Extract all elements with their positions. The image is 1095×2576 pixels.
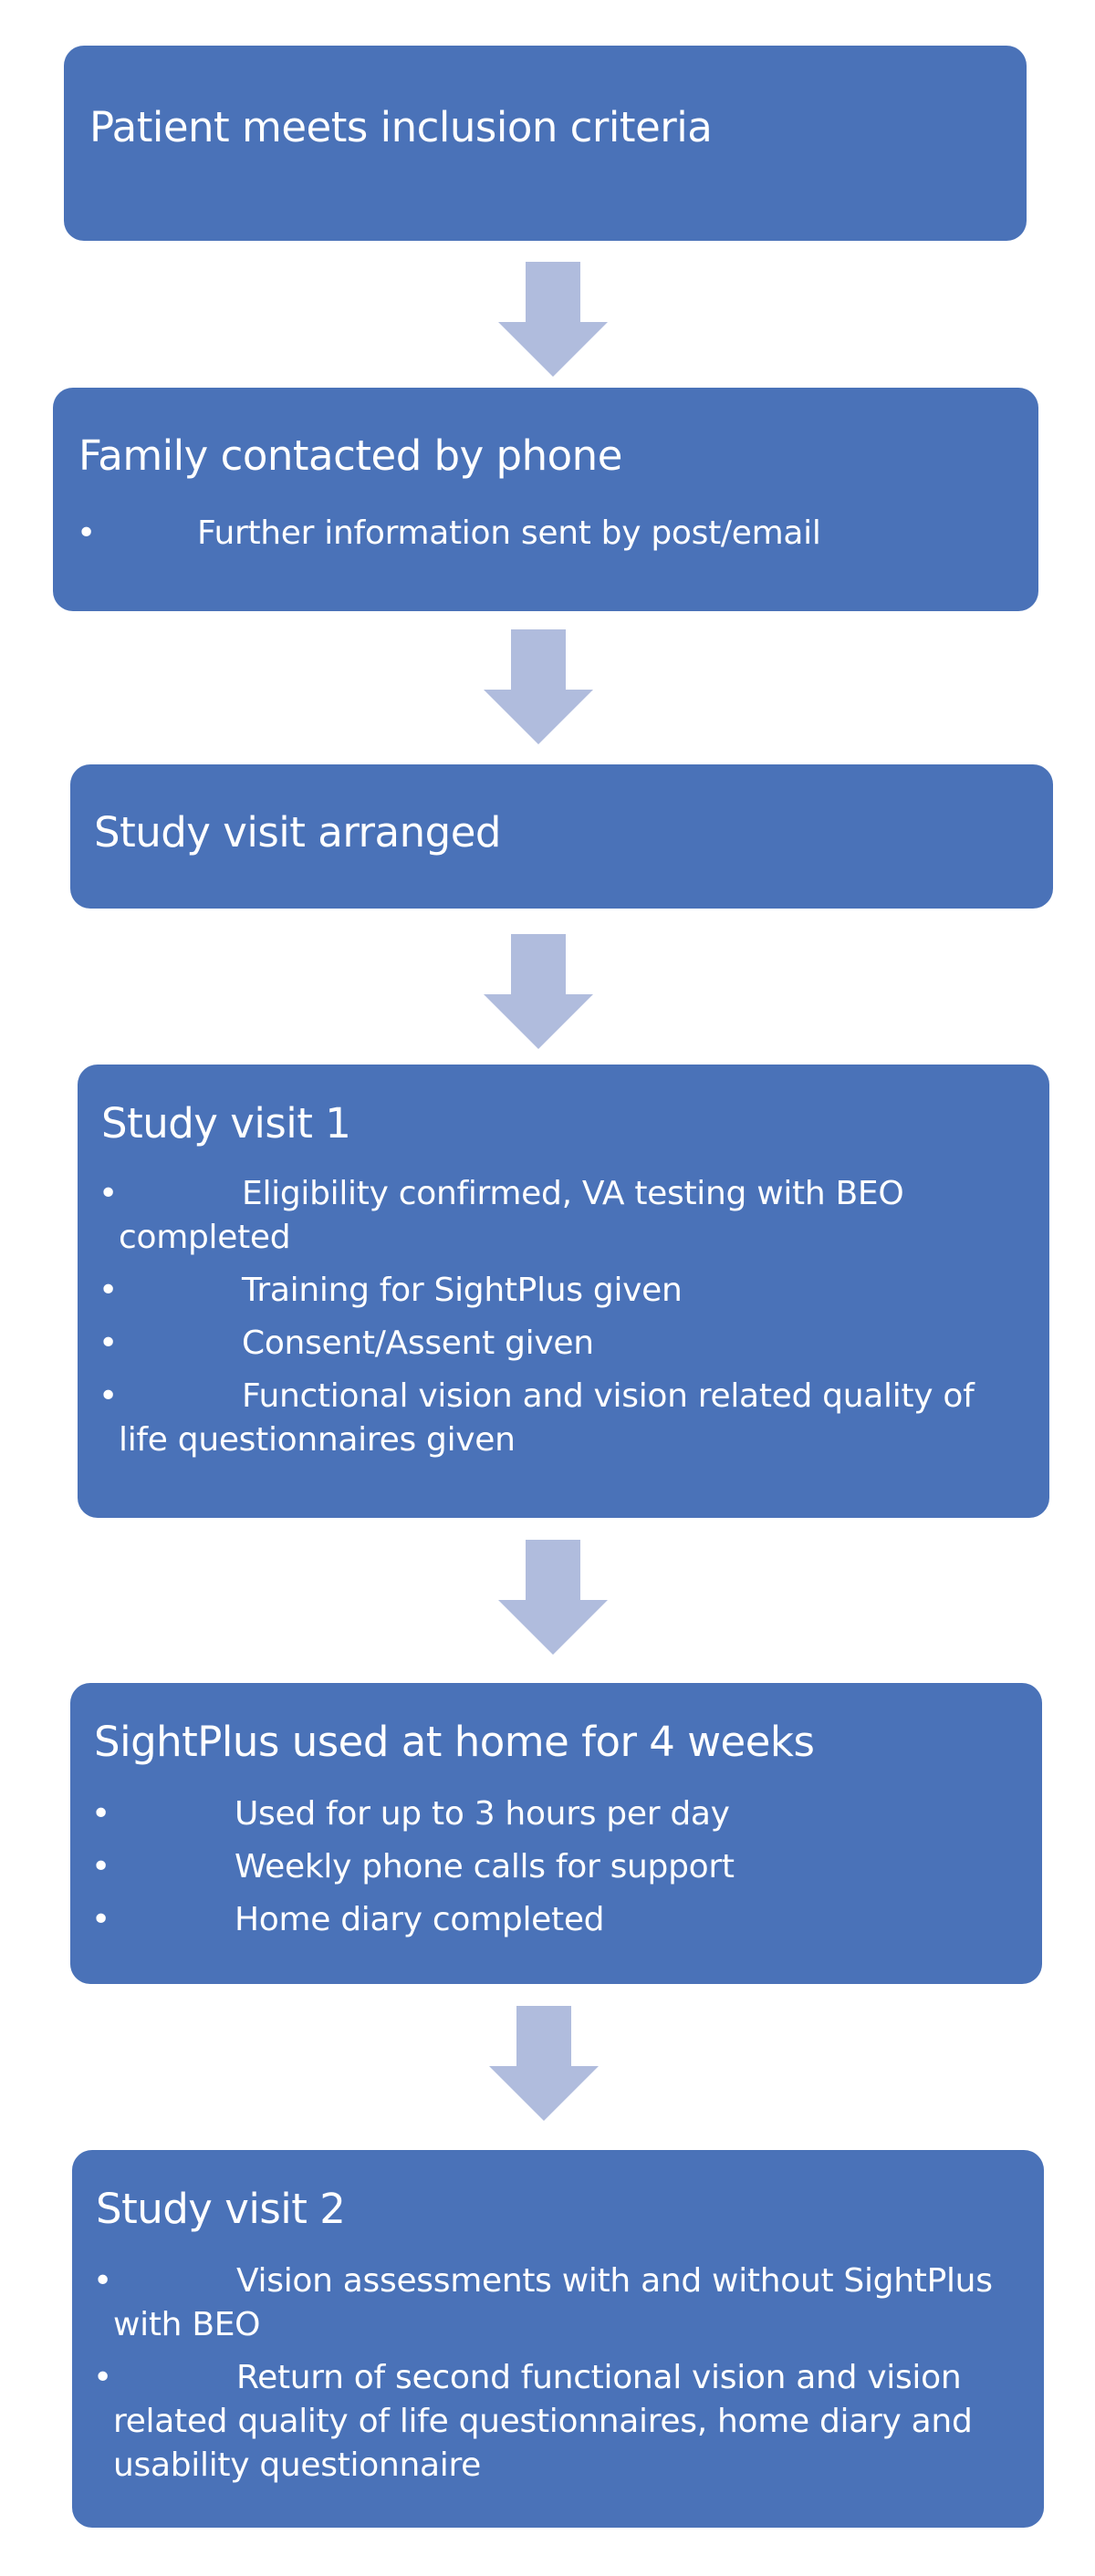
- flow-step-1: Patient meets inclusion criteria: [64, 46, 1027, 241]
- bullet-text: Training for SightPlus given: [242, 1272, 683, 1309]
- down-arrow-icon: [498, 262, 608, 377]
- bullet-item: • Functional vision and vision related q…: [99, 1375, 1031, 1462]
- step-bullets: • Used for up to 3 hours per day • Weekl…: [91, 1792, 1024, 1951]
- flow-step-3: Study visit arranged: [70, 764, 1053, 909]
- bullet-marker: •: [93, 2262, 112, 2300]
- bullet-item: • Training for SightPlus given: [99, 1269, 1031, 1313]
- bullet-text: Consent/Assent given: [242, 1324, 594, 1362]
- step-bullets: • Vision assessments with and without Si…: [93, 2259, 1026, 2497]
- bullet-marker: •: [99, 1377, 118, 1415]
- bullet-item: • Vision assessments with and without Si…: [93, 2259, 1026, 2347]
- bullet-text: Eligibility confirmed, VA testing with B…: [119, 1175, 904, 1256]
- bullet-item: • Home diary completed: [91, 1898, 1024, 1942]
- bullet-marker: •: [77, 514, 96, 552]
- bullet-item: • Used for up to 3 hours per day: [91, 1792, 1024, 1836]
- bullet-item: • Return of second functional vision and…: [93, 2356, 1026, 2488]
- bullet-marker: •: [91, 1848, 110, 1885]
- bullet-text: Vision assessments with and without Sigh…: [113, 2262, 993, 2343]
- bullet-text: Functional vision and vision related qua…: [119, 1377, 975, 1459]
- step-title: Patient meets inclusion criteria: [89, 103, 713, 151]
- down-arrow-icon: [498, 1540, 608, 1655]
- bullet-text: Further information sent by post/email: [197, 514, 821, 552]
- bullet-item: • Further information sent by post/email: [77, 512, 1000, 556]
- flow-step-5: SightPlus used at home for 4 weeks • Use…: [70, 1683, 1042, 1984]
- step-bullets: • Eligibility confirmed, VA testing with…: [99, 1172, 1031, 1471]
- bullet-marker: •: [91, 1795, 110, 1833]
- bullet-text: Used for up to 3 hours per day: [235, 1795, 730, 1833]
- down-arrow-icon: [489, 2006, 599, 2121]
- bullet-marker: •: [99, 1175, 118, 1212]
- bullet-item: • Eligibility confirmed, VA testing with…: [99, 1172, 1031, 1260]
- flow-step-6: Study visit 2 • Vision assessments with …: [72, 2150, 1044, 2528]
- step-bullets: • Further information sent by post/email: [77, 512, 1000, 565]
- step-title: Family contacted by phone: [78, 431, 622, 480]
- bullet-marker: •: [91, 1901, 110, 1938]
- flow-step-2: Family contacted by phone • Further info…: [53, 388, 1038, 611]
- step-title: SightPlus used at home for 4 weeks: [94, 1718, 815, 1766]
- flow-step-4: Study visit 1 • Eligibility confirmed, V…: [78, 1065, 1049, 1518]
- down-arrow-icon: [484, 629, 593, 744]
- bullet-text: Weekly phone calls for support: [235, 1848, 735, 1885]
- bullet-marker: •: [99, 1272, 118, 1309]
- bullet-item: • Consent/Assent given: [99, 1322, 1031, 1366]
- step-title: Study visit 2: [96, 2185, 346, 2233]
- bullet-item: • Weekly phone calls for support: [91, 1845, 1024, 1889]
- step-title: Study visit arranged: [94, 808, 501, 857]
- bullet-marker: •: [99, 1324, 118, 1362]
- bullet-text: Home diary completed: [235, 1901, 605, 1938]
- bullet-text: Return of second functional vision and v…: [113, 2359, 973, 2484]
- down-arrow-icon: [484, 934, 593, 1049]
- step-title: Study visit 1: [101, 1099, 351, 1148]
- bullet-marker: •: [93, 2359, 112, 2396]
